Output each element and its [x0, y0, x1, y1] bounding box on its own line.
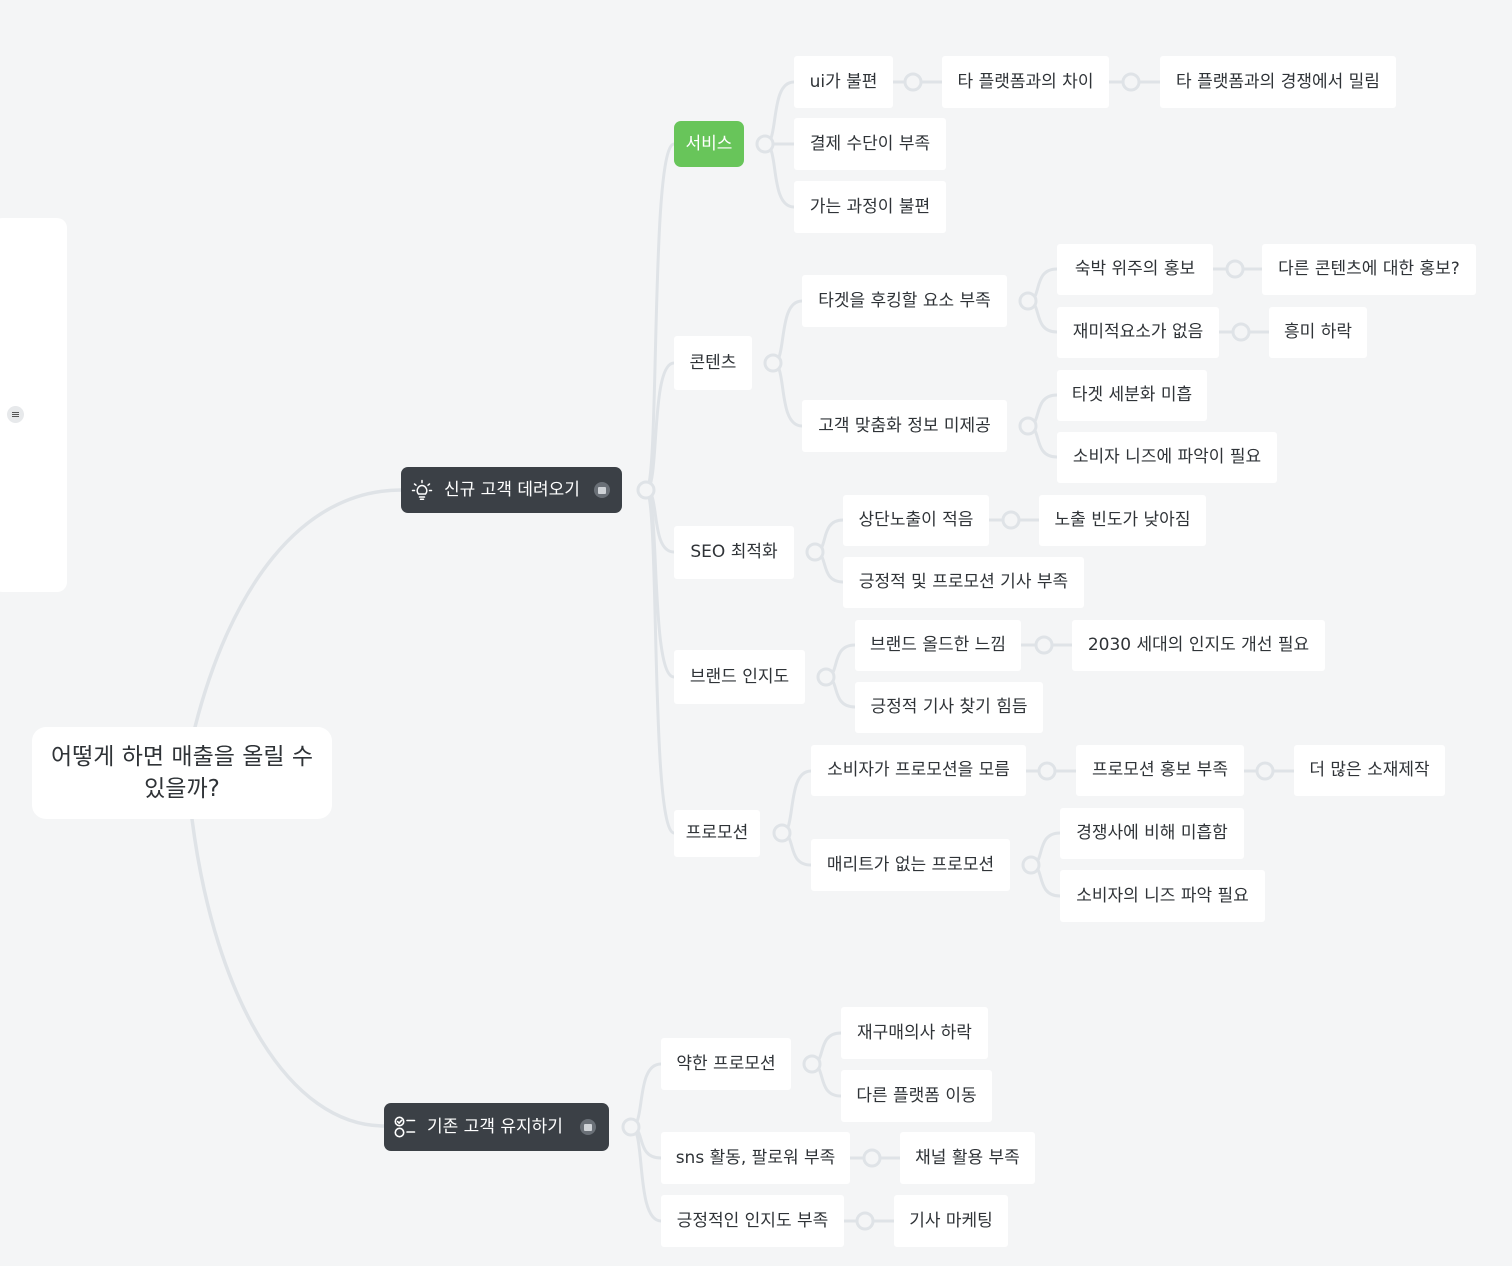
topic-retain-customers[interactable]: 기존 고객 유지하기 — [384, 1103, 609, 1151]
node-weak-promo[interactable]: 약한 프로모션 — [661, 1038, 791, 1090]
collapse-toggle-icon[interactable] — [903, 72, 923, 92]
branch-edge — [780, 769, 813, 835]
collapse-toggle-icon[interactable] — [862, 1148, 882, 1168]
outline-toggle-icon[interactable] — [7, 406, 24, 423]
collapse-toggle-icon[interactable] — [1021, 855, 1041, 875]
node-more-material[interactable]: 더 많은 소재제작 — [1294, 745, 1445, 796]
branch-edge — [763, 142, 796, 209]
checklist-icon — [394, 1116, 416, 1138]
collapse-toggle-icon[interactable] — [816, 667, 836, 687]
branch-edge — [644, 142, 676, 492]
node-consumer-needs[interactable]: 소비자의 니즈 파악 필요 — [1060, 870, 1265, 922]
node-contents[interactable]: 콘텐츠 — [674, 336, 752, 390]
node-promotion[interactable]: 프로모션 — [674, 810, 760, 857]
collapse-toggle-icon[interactable] — [1034, 635, 1054, 655]
node-article-marketing[interactable]: 기사 마케팅 — [894, 1195, 1008, 1247]
node-platform-diff[interactable]: 타 플랫폼과의 차이 — [942, 56, 1109, 108]
node-segment[interactable]: 타겟 세분화 미흡 — [1057, 370, 1207, 421]
topic-label: 기존 고객 유지하기 — [427, 1116, 563, 1137]
topic-new-customers[interactable]: 신규 고객 데려오기 — [401, 467, 622, 513]
node-2030[interactable]: 2030 세대의 인지도 개선 필요 — [1072, 620, 1325, 671]
branch-edge — [763, 80, 796, 146]
collapse-toggle-icon[interactable] — [1001, 510, 1021, 530]
node-hook[interactable]: 타겟을 후킹할 요소 부족 — [802, 275, 1007, 327]
node-fun[interactable]: 재미적요소가 없음 — [1057, 307, 1219, 358]
node-ui[interactable]: ui가 불편 — [794, 56, 893, 108]
node-lodging[interactable]: 숙박 위주의 홍보 — [1057, 244, 1213, 295]
collapse-toggle-icon[interactable] — [805, 542, 825, 562]
node-top-exposure[interactable]: 상단노출이 적음 — [843, 495, 989, 546]
root-label: 어떻게 하면 매출을 올릴 수 있을까? — [50, 743, 313, 802]
note-badge-icon[interactable] — [580, 1119, 596, 1135]
collapse-toggle-icon[interactable] — [772, 823, 792, 843]
lightbulb-icon — [411, 479, 433, 501]
branch-edge — [644, 488, 676, 835]
collapse-toggle-icon[interactable] — [855, 1211, 875, 1231]
node-payment[interactable]: 결제 수단이 부족 — [794, 118, 946, 170]
collapse-toggle-icon[interactable] — [1037, 761, 1057, 781]
branch-edge — [629, 1125, 663, 1223]
note-badge-icon[interactable] — [594, 482, 610, 498]
node-service[interactable]: 서비스 — [674, 121, 744, 167]
node-hard-articles[interactable]: 긍정적 기사 찾기 힘듬 — [855, 682, 1043, 733]
node-no-merit[interactable]: 매리트가 없는 프로모션 — [811, 839, 1010, 891]
topic-label: 신규 고객 데려오기 — [444, 479, 580, 500]
node-brand[interactable]: 브랜드 인지도 — [674, 650, 805, 704]
node-unaware[interactable]: 소비자가 프로모션을 모름 — [811, 745, 1026, 796]
node-sns[interactable]: sns 활동, 팔로워 부족 — [661, 1132, 850, 1184]
node-custom[interactable]: 고객 맞춤화 정보 미제공 — [802, 400, 1007, 452]
collapse-toggle-icon[interactable] — [1121, 72, 1141, 92]
node-old-brand[interactable]: 브랜드 올드한 느낌 — [855, 620, 1021, 671]
node-positive-awareness[interactable]: 긍정적인 인지도 부족 — [661, 1195, 844, 1247]
branch-edge — [629, 1062, 663, 1129]
branch-edge — [771, 361, 804, 428]
node-promo-ad[interactable]: 프로모션 홍보 부족 — [1076, 745, 1244, 796]
root-edge — [193, 488, 403, 729]
node-needs[interactable]: 소비자 니즈에 파악이 필요 — [1057, 432, 1277, 483]
node-seo[interactable]: SEO 최적화 — [674, 526, 794, 579]
root-edge — [190, 817, 386, 1128]
node-interest[interactable]: 흥미 하락 — [1269, 307, 1367, 358]
collapse-toggle-icon[interactable] — [1225, 259, 1245, 279]
node-switch-platform[interactable]: 다른 플랫폼 이동 — [841, 1070, 992, 1122]
collapse-toggle-icon[interactable] — [1018, 416, 1038, 436]
collapse-toggle-icon[interactable] — [802, 1054, 822, 1074]
collapse-toggle-icon[interactable] — [763, 353, 783, 373]
node-repurchase[interactable]: 재구매의사 하락 — [841, 1007, 988, 1059]
collapse-toggle-icon[interactable] — [1018, 291, 1038, 311]
collapse-toggle-icon[interactable] — [755, 134, 775, 154]
node-channel[interactable]: 채널 활용 부족 — [900, 1132, 1035, 1184]
collapse-toggle-icon[interactable] — [621, 1117, 641, 1137]
root-node[interactable]: 어떻게 하면 매출을 올릴 수 있을까? — [32, 727, 332, 819]
branch-edge — [771, 299, 804, 365]
side-panel — [0, 218, 67, 592]
collapse-toggle-icon[interactable] — [636, 480, 656, 500]
node-positive-articles[interactable]: 긍정적 및 프로모션 기사 부족 — [843, 557, 1084, 608]
node-route[interactable]: 가는 과정이 불편 — [794, 181, 946, 233]
collapse-toggle-icon[interactable] — [1231, 322, 1251, 342]
node-frequency[interactable]: 노출 빈도가 낮아짐 — [1039, 495, 1206, 546]
collapse-toggle-icon[interactable] — [1255, 761, 1275, 781]
node-lacking[interactable]: 경쟁사에 비해 미흡함 — [1060, 808, 1244, 859]
node-other-content[interactable]: 다른 콘텐츠에 대한 홍보? — [1262, 244, 1476, 295]
node-competition[interactable]: 타 플랫폼과의 경쟁에서 밀림 — [1160, 56, 1396, 108]
